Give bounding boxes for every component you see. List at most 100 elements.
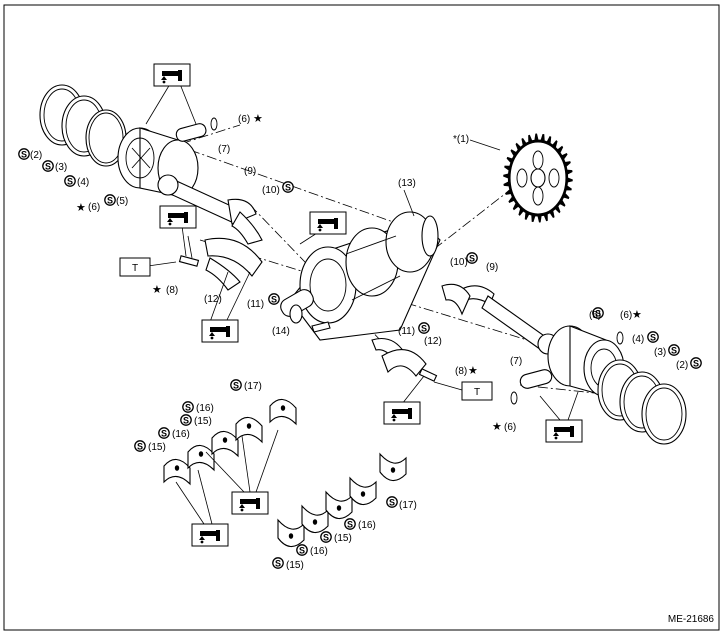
connecting-rod-left [157,174,263,245]
sealant-icon [386,496,398,509]
piston-rings-left [39,84,127,167]
oil-can-icon [191,523,229,547]
label-ring-4-left: (4) [77,177,89,188]
label-bolt-8-left: (8) [166,285,178,296]
sealant-icon [64,175,76,188]
label-ring-4-right: (4) [632,334,644,345]
label-circlip-left-lower: (6) [88,202,100,213]
piston-pin-left [175,117,218,142]
piston-pin-right [510,331,624,405]
sealant-icon [668,344,680,357]
label-main-17-upper: (17) [244,381,262,392]
label-cap-12-left: (12) [204,294,222,305]
oil-can-icon [159,205,197,229]
oil-hole [280,405,286,411]
oil-can-icon [383,401,421,425]
star-mark: ★ [468,365,478,377]
main-bearing-shell [187,444,215,472]
sealant-icon [272,557,284,570]
oil-hole [198,451,204,457]
label-circlip-right-upper: (6) [620,310,632,321]
rod-bearing-right [441,283,471,316]
oil-can-icon [545,419,583,443]
label-bearing-10-right: (10) [450,257,468,268]
label-ring-2-left: (2) [30,150,42,161]
oil-hole [390,467,396,473]
sealant-icon [296,544,308,557]
torque-box-right: T [461,381,493,401]
label-main-16-c: (16) [358,520,376,531]
oil-can-icon [231,491,269,515]
label-bearing-11-left: (11) [247,299,264,310]
main-bearing-shell [163,458,191,486]
sealant-icon [268,293,280,306]
label-rod-right: (9) [486,262,498,273]
sealant-icon [320,531,332,544]
woodruff-key [311,321,331,333]
main-bearing-shell [269,398,297,426]
sprocket-slot [548,168,560,188]
rod-cap-lower [371,337,438,382]
sealant-icon [282,181,294,194]
label-piston-right: (5) [589,310,601,321]
figure-code: ME-21686 [668,614,715,625]
main-bearing-shell [235,416,263,444]
label-bearing-11-right: (11) [398,326,415,337]
oil-can-icon [309,211,347,235]
oil-hole [360,491,366,497]
svg-text:T: T [132,263,138,274]
label-ring-3-right: (3) [654,347,666,358]
label-pin-right: (7) [510,356,522,367]
oil-hole [174,465,180,471]
label-main-15-a: (15) [194,416,212,427]
label-crank-sprocket: *(1) [453,134,469,145]
connecting-rod-right [459,285,559,355]
star-mark: ★ [152,284,162,296]
label-bolt-8-right: (8) [455,366,467,377]
label-piston-left: (5) [116,196,128,207]
label-cap-12-right: (12) [424,336,442,347]
label-main-15-b: (15) [148,442,166,453]
crankshaft-sprocket [503,133,573,223]
sealant-icon [134,440,146,453]
sealant-icon [180,414,192,427]
sealant-icon [104,194,116,207]
oil-hole [222,437,228,443]
sealant-icon [690,357,702,370]
label-main-17-lower: (17) [399,500,417,511]
label-pin-left: (7) [218,144,230,155]
sealant-icon [418,322,430,335]
sealant-icon [158,427,170,440]
star-mark: ★ [492,421,502,433]
oil-hole [312,519,318,525]
oil-hole [336,505,342,511]
main-bearing-shells [163,398,407,548]
sealant-icon [344,518,356,531]
sprocket-bore [530,168,546,188]
piston-rings-right [597,359,687,445]
label-rod-left: (9) [244,166,256,177]
sealant-icon [18,148,30,161]
torque-box-left: T [119,257,151,277]
label-main-16-a: (16) [196,403,214,414]
label-circlip-right-lower: (6) [504,422,516,433]
label-bearing-10-left: (10) [262,185,280,196]
main-bearing-shell [211,430,239,458]
label-crankshaft: (13) [398,178,416,189]
crankshaft [280,211,441,341]
oil-can-icon [153,63,191,87]
sealant-icon [466,252,478,265]
rod-cap-left [178,235,263,291]
sealant-icon [42,160,54,173]
star-mark: ★ [76,202,86,214]
label-circlip-left-upper: (6) [238,114,250,125]
sprocket-slot [516,168,528,188]
oil-can-icon [201,319,239,343]
sealant-icon [182,401,194,414]
star-mark: ★ [253,113,263,125]
sealant-icon [647,331,659,344]
label-main-16-b: (16) [172,429,190,440]
label-ring-2-right: (2) [676,360,688,371]
